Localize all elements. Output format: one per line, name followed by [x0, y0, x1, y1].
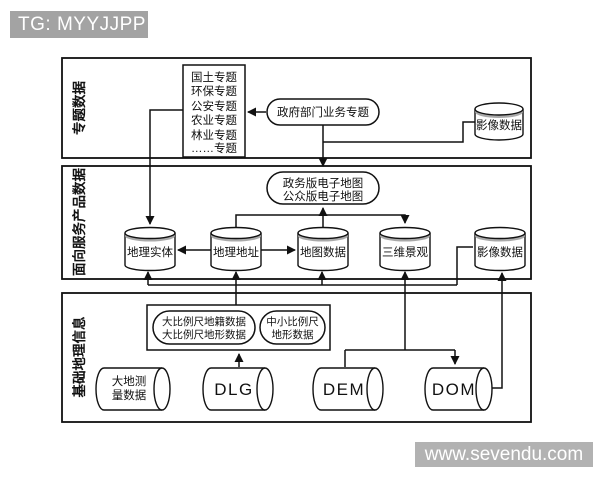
geo-address-cylinder: 地理地址: [210, 226, 262, 272]
section-thematic-data: [61, 57, 532, 159]
map-data-cylinder: 地图数据: [297, 226, 349, 272]
topics-list-rect: [182, 64, 246, 158]
topic-line: 国土专题: [191, 70, 237, 84]
edge-bus-to-dem-dom: [344, 285, 455, 367]
cylinder-body: [95, 367, 162, 411]
topic-line: 农业专题: [191, 113, 237, 127]
geo-address-label: 地理地址: [213, 245, 259, 259]
tag-header-text: TG: MYYJJPP: [18, 14, 146, 35]
cylinder-top: [379, 226, 431, 240]
edge-topics-to-geo-entity: [145, 109, 183, 225]
cylinder-body: [474, 233, 526, 272]
cylinder-cap: [475, 367, 493, 411]
edge-bus-to-imagemid-side: [456, 246, 473, 285]
map-data-label: 地图数据: [300, 245, 346, 259]
cylinder-body: [124, 233, 176, 272]
cylinder-top: [124, 226, 176, 240]
cylinder-cap: [256, 367, 274, 411]
cylinder-body: [210, 233, 262, 272]
dem-cylinder: DEM: [312, 367, 384, 411]
cylinder-cap: [366, 367, 384, 411]
midsmall-line: 中小比例尺: [266, 315, 319, 328]
cylinder-body: [297, 233, 349, 272]
midsmall-line: 地形数据: [272, 328, 314, 341]
emap-stadium: [266, 171, 380, 205]
section-basic-geo-info: [61, 292, 532, 423]
topic-line: 环保专题: [191, 84, 237, 98]
dom-cylinder: DOM: [424, 367, 493, 411]
scene3d-cylinder: 三维景观: [379, 226, 431, 272]
dom-label: DOM: [432, 380, 476, 399]
topic-line: 林业专题: [191, 128, 237, 142]
dlg-cylinder: DLG: [202, 367, 274, 411]
dem-label: DEM: [323, 380, 365, 399]
image-data-top-cylinder: 影像数据: [474, 102, 524, 141]
section-thematic-label: 专题数据: [71, 81, 87, 135]
image-data-mid-cylinder: 影像数据: [474, 226, 526, 272]
geodesy-cylinder: 大地测 量数据: [95, 367, 171, 411]
cylinder-top: [210, 226, 262, 240]
image-data-mid-label: 影像数据: [477, 245, 523, 259]
gov-topics-label: 政府部门业务专题: [277, 105, 369, 119]
edge-address-to-scene3d: [235, 214, 410, 227]
edge-dom-to-imagemid: [492, 272, 507, 389]
gov-business-topics-node: 政府部门业务专题: [266, 98, 380, 126]
watermark-text: www.sevendu.com: [424, 444, 584, 465]
gov-topics-stadium: [266, 98, 380, 126]
cylinder-cap: [153, 367, 171, 411]
section-service-product-data: [61, 165, 532, 280]
scale-data-box: 大比例尺地籍数据 大比例尺地形数据 中小比例尺 地形数据: [146, 304, 331, 351]
geodesy-line: 大地测: [112, 374, 147, 388]
connectors: [143, 107, 507, 389]
cylinder-body: [424, 367, 484, 411]
tag-header: TG: MYYJJPP: [10, 11, 148, 38]
section-basic-label: 基础地理信息: [71, 316, 87, 397]
scene3d-label: 三维景观: [382, 246, 428, 259]
emap-line: 政务版电子地图: [283, 176, 364, 190]
emap-line: 公众版电子地图: [283, 189, 364, 203]
cylinder-body: [202, 367, 265, 411]
image-data-top-label: 影像数据: [476, 118, 522, 132]
cylinder-top: [297, 226, 349, 240]
cadastre-line: 大比例尺地籍数据: [162, 315, 246, 328]
watermark: www.sevendu.com: [415, 442, 593, 467]
topics-list-box: 国土专题 环保专题 公安专题 农业专题 林业专题 ……专题: [182, 64, 246, 158]
cadastre-line: 大比例尺地形数据: [162, 328, 246, 341]
cylinder-top: [474, 102, 524, 116]
geo-entity-cylinder: 地理实体: [124, 226, 176, 272]
geo-entity-label: 地理实体: [127, 245, 173, 259]
topic-line: ……专题: [191, 141, 237, 155]
dlg-label: DLG: [214, 380, 253, 399]
cylinder-body: [379, 233, 431, 272]
emap-node: 政务版电子地图 公众版电子地图: [266, 171, 380, 205]
topic-line: 公安专题: [191, 99, 237, 113]
section-service-label: 面向服务产品数据: [71, 168, 87, 276]
edge-imagetop-junction: [323, 121, 477, 143]
cadastre-stadium: [152, 310, 256, 345]
midsmall-stadium: [259, 310, 326, 345]
cylinder-body: [312, 367, 375, 411]
cylinder-top: [474, 226, 526, 240]
geodesy-line: 量数据: [112, 388, 147, 402]
